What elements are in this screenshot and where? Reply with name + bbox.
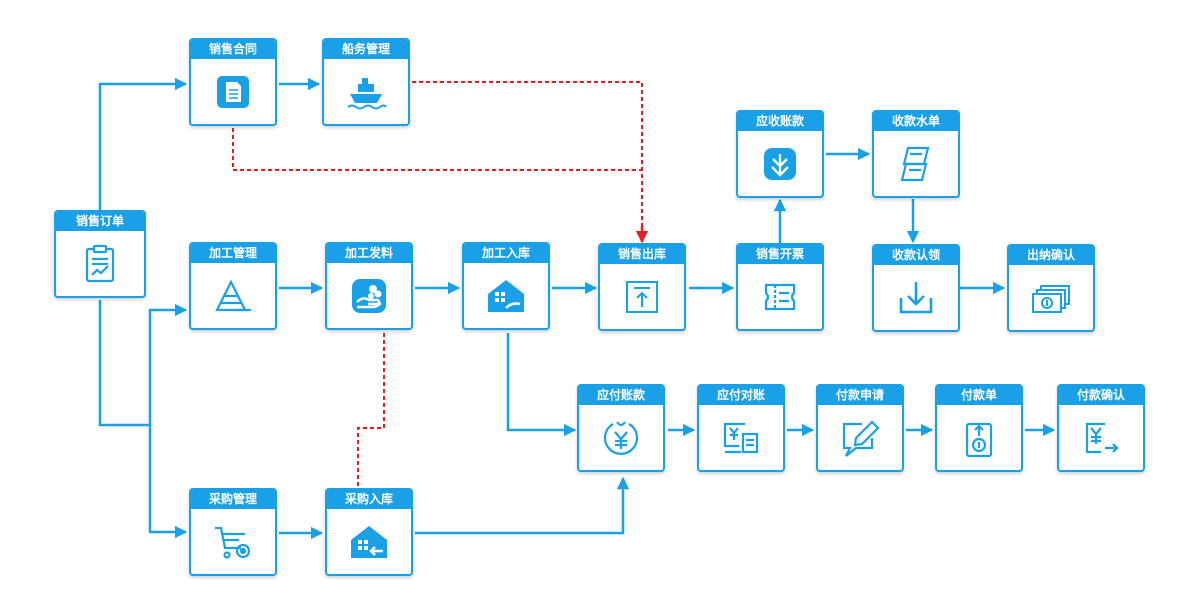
ticket-icon — [738, 264, 822, 329]
node-label: 付款单 — [937, 386, 1021, 405]
node-process-management[interactable]: 加工管理 — [189, 242, 277, 330]
node-label: 应付账款 — [579, 386, 663, 405]
node-sales-order[interactable]: 销售订单 — [54, 210, 146, 298]
warehouse-in-icon — [327, 509, 411, 574]
shopping-cart-icon — [191, 509, 275, 574]
connector-order-process — [98, 300, 188, 427]
pyramid-chart-icon — [191, 263, 275, 328]
receipt-slips-icon — [874, 131, 958, 196]
node-purchase-management[interactable]: 采购管理 — [189, 488, 277, 576]
node-label: 出纳确认 — [1009, 246, 1093, 265]
connector-purchase-stockin-payable — [415, 476, 630, 535]
node-payment-confirm[interactable]: 付款确认 — [1057, 384, 1145, 472]
node-payment-request[interactable]: 付款申请 — [816, 384, 904, 472]
node-label: 船务管理 — [324, 40, 408, 59]
dashed-issue-purchase — [357, 333, 385, 488]
node-label: 销售合同 — [191, 40, 275, 59]
node-process-stock-in[interactable]: 加工入库 — [462, 242, 550, 330]
cash-stack-icon — [1009, 265, 1093, 330]
node-label: 采购管理 — [191, 490, 275, 509]
node-shipping[interactable]: 船务管理 — [322, 38, 410, 126]
dashed-shipping-salesout — [412, 81, 643, 228]
clipboard-chart-icon — [56, 231, 144, 296]
node-label: 加工发料 — [327, 244, 411, 263]
yen-download-icon — [738, 131, 822, 196]
warehouse-icon — [464, 263, 548, 328]
connector-order-purchase — [148, 425, 188, 539]
yen-arrow-icon — [1059, 405, 1143, 470]
dashed-contract-salesout — [232, 128, 642, 171]
node-label: 付款确认 — [1059, 386, 1143, 405]
node-label: 销售开票 — [738, 245, 822, 264]
node-process-issue[interactable]: 加工发料 — [325, 242, 413, 330]
edit-message-icon — [818, 405, 902, 470]
node-label: 加工入库 — [464, 244, 548, 263]
node-sales-out[interactable]: 销售出库 — [598, 243, 686, 331]
node-purchase-stock-in[interactable]: 采购入库 — [325, 488, 413, 576]
download-tray-icon — [874, 265, 958, 330]
connector-order-contract — [98, 77, 188, 210]
document-icon — [191, 59, 275, 124]
node-label: 加工管理 — [191, 244, 275, 263]
yen-circle-icon — [579, 405, 663, 470]
node-cashier-confirm[interactable]: 出纳确认 — [1007, 244, 1095, 332]
node-label: 销售订单 — [56, 212, 144, 231]
node-payable-reconcile[interactable]: 应付对账 — [697, 384, 785, 472]
node-receipt-flow[interactable]: 收款水单 — [872, 110, 960, 198]
ship-icon — [324, 59, 408, 124]
yen-monitor-icon — [699, 405, 783, 470]
node-receipt-confirm[interactable]: 收款认领 — [872, 244, 960, 332]
node-label: 应收账款 — [738, 112, 822, 131]
node-label: 销售出库 — [600, 245, 684, 264]
node-label: 收款认领 — [874, 246, 958, 265]
node-label: 采购入库 — [327, 490, 411, 509]
node-label: 应付对账 — [699, 386, 783, 405]
connector-stockin-payable — [506, 333, 577, 437]
upload-box-icon — [600, 264, 684, 329]
node-sales-contract[interactable]: 销售合同 — [189, 38, 277, 126]
node-label: 付款申请 — [818, 386, 902, 405]
hand-coins-icon — [327, 263, 411, 328]
node-label: 收款水单 — [874, 112, 958, 131]
node-receivable[interactable]: 应收账款 — [736, 110, 824, 198]
node-payable[interactable]: 应付账款 — [577, 384, 665, 472]
node-payment-slip[interactable]: 付款单 — [935, 384, 1023, 472]
money-clipboard-icon — [937, 405, 1021, 470]
node-sales-invoice[interactable]: 销售开票 — [736, 243, 824, 331]
